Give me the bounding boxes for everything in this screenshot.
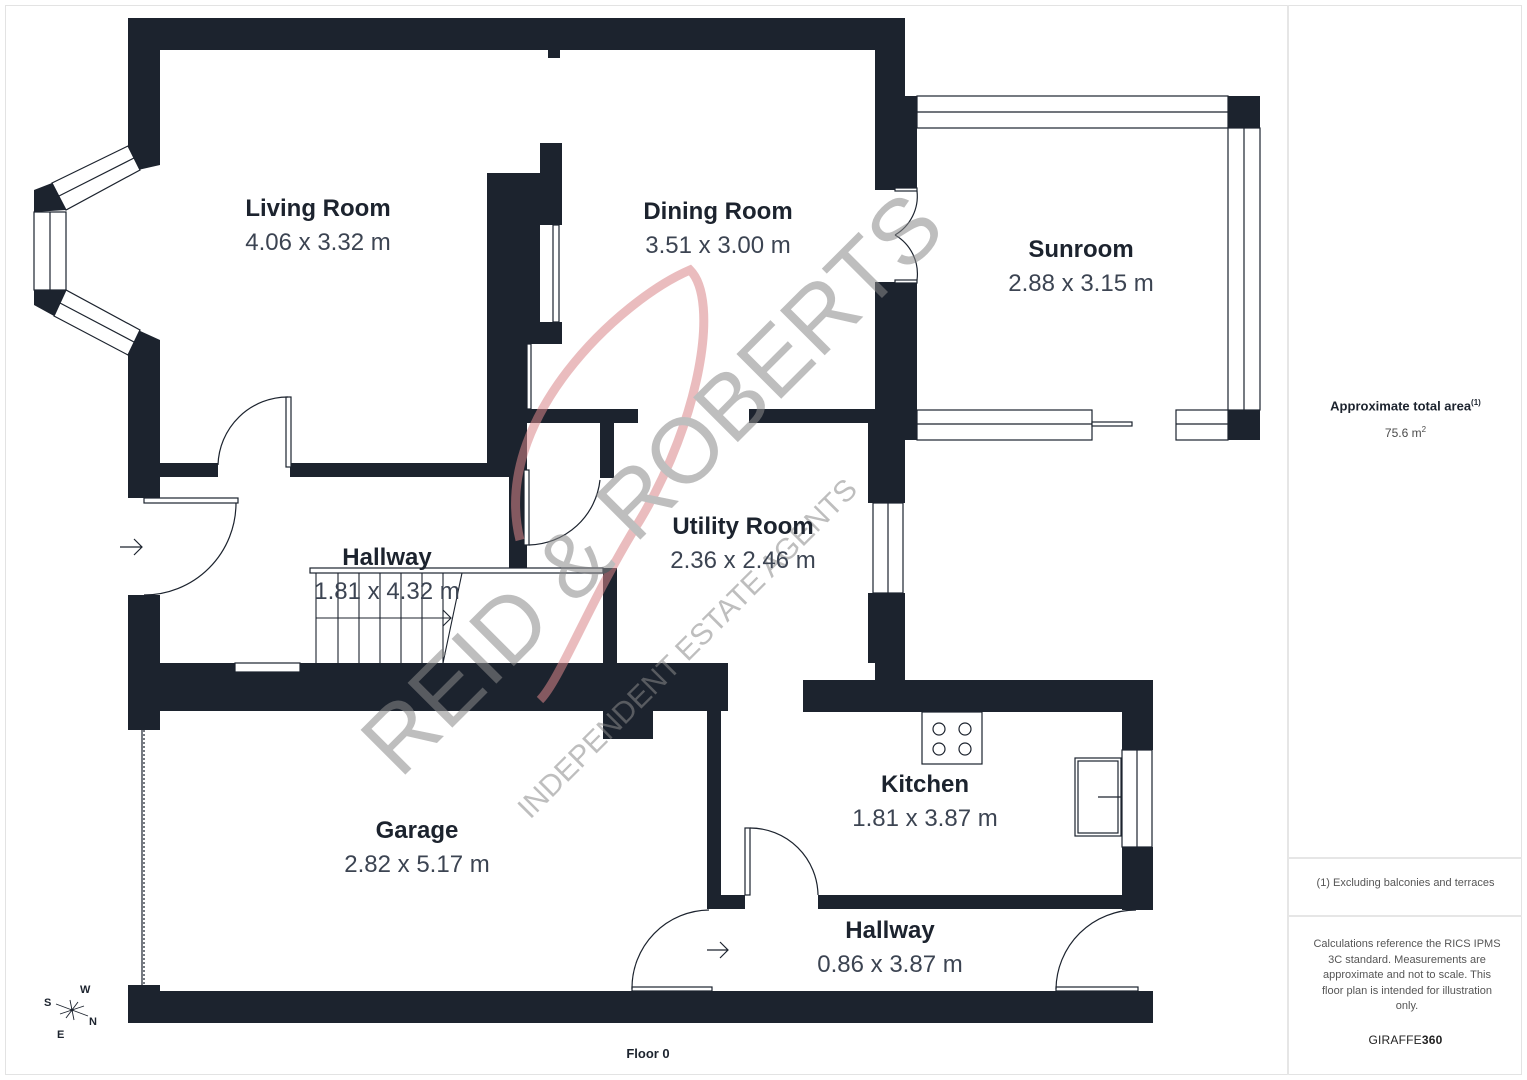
bay-window — [33, 145, 141, 356]
svg-text:S: S — [44, 997, 51, 1009]
room-name: Kitchen — [881, 771, 969, 798]
room-dimensions: 0.86 x 3.87 m — [817, 951, 962, 978]
staircase — [315, 572, 463, 664]
room-labels: Living Room 4.06 x 3.32 m Dining Room 3.… — [245, 195, 1153, 978]
room-dimensions: 1.81 x 3.87 m — [852, 805, 997, 832]
total-area-label: Approximate total area(1) — [1330, 398, 1481, 414]
windows — [141, 95, 1261, 985]
disclaimer-text: Calculations reference the RICS IPMS 3C … — [1313, 938, 1501, 1012]
room-name: Dining Room — [643, 198, 792, 225]
divider — [1289, 857, 1522, 859]
svg-text:E: E — [57, 1029, 64, 1041]
room-dimensions: 1.81 x 4.32 m — [314, 578, 459, 605]
page-frame — [5, 5, 1522, 1075]
room-dimensions: 2.88 x 3.15 m — [1008, 270, 1153, 297]
area-footnote: (1) Excluding balconies and terraces — [1316, 877, 1495, 889]
room-name: Sunroom — [1028, 236, 1133, 263]
divider — [1289, 915, 1522, 917]
room-dimensions: 2.36 x 2.46 m — [670, 547, 815, 574]
total-area-value: 75.6 m2 — [1384, 425, 1427, 440]
compass-icon: W S N E — [44, 984, 97, 1041]
floor-plan: REID & ROBERTS INDEPENDENT ESTATE AGENTS… — [6, 6, 1286, 1074]
room-dimensions: 3.51 x 3.00 m — [645, 232, 790, 259]
svg-text:W: W — [80, 984, 91, 996]
room-dimensions: 4.06 x 3.32 m — [245, 229, 390, 256]
room-name: Hallway — [342, 544, 432, 571]
floor-label: Floor 0 — [626, 1046, 670, 1061]
room-name: Garage — [376, 817, 459, 844]
svg-text:N: N — [89, 1016, 97, 1028]
doors — [120, 187, 1139, 992]
room-name: Utility Room — [672, 513, 813, 540]
room-dimensions: 2.82 x 5.17 m — [344, 851, 489, 878]
brand-logo: GIRAFFE360 — [1368, 1033, 1443, 1047]
room-name: Living Room — [245, 195, 390, 222]
info-sidebar: Approximate total area(1) 75.6 m2 (1) Ex… — [1287, 5, 1522, 1075]
room-name: Hallway — [845, 917, 935, 944]
